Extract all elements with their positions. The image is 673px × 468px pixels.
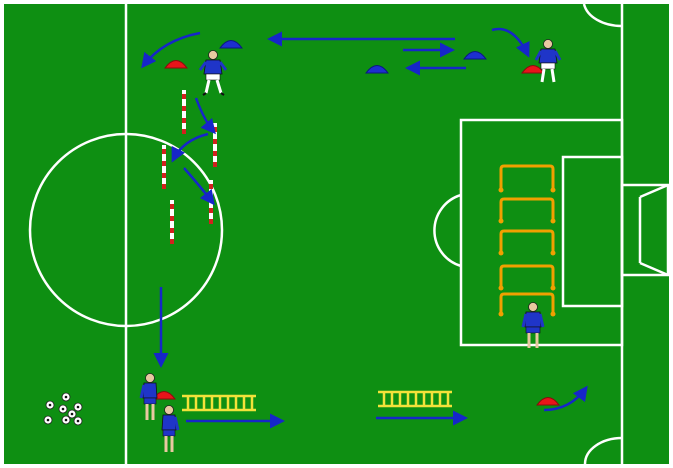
soccer-ball-icon (68, 410, 76, 418)
slalom-pole-icon (182, 90, 186, 134)
slalom-pole-icon (162, 145, 166, 189)
pitch-grass (4, 4, 669, 464)
soccer-ball-icon (62, 416, 70, 424)
soccer-ball-icon (44, 416, 52, 424)
soccer-ball-icon (74, 417, 82, 425)
soccer-ball-icon (46, 401, 54, 409)
soccer-ball-icon (59, 405, 67, 413)
soccer-ball-icon (74, 403, 82, 411)
slalom-pole-icon (170, 200, 174, 244)
soccer-ball-icon (62, 393, 70, 401)
